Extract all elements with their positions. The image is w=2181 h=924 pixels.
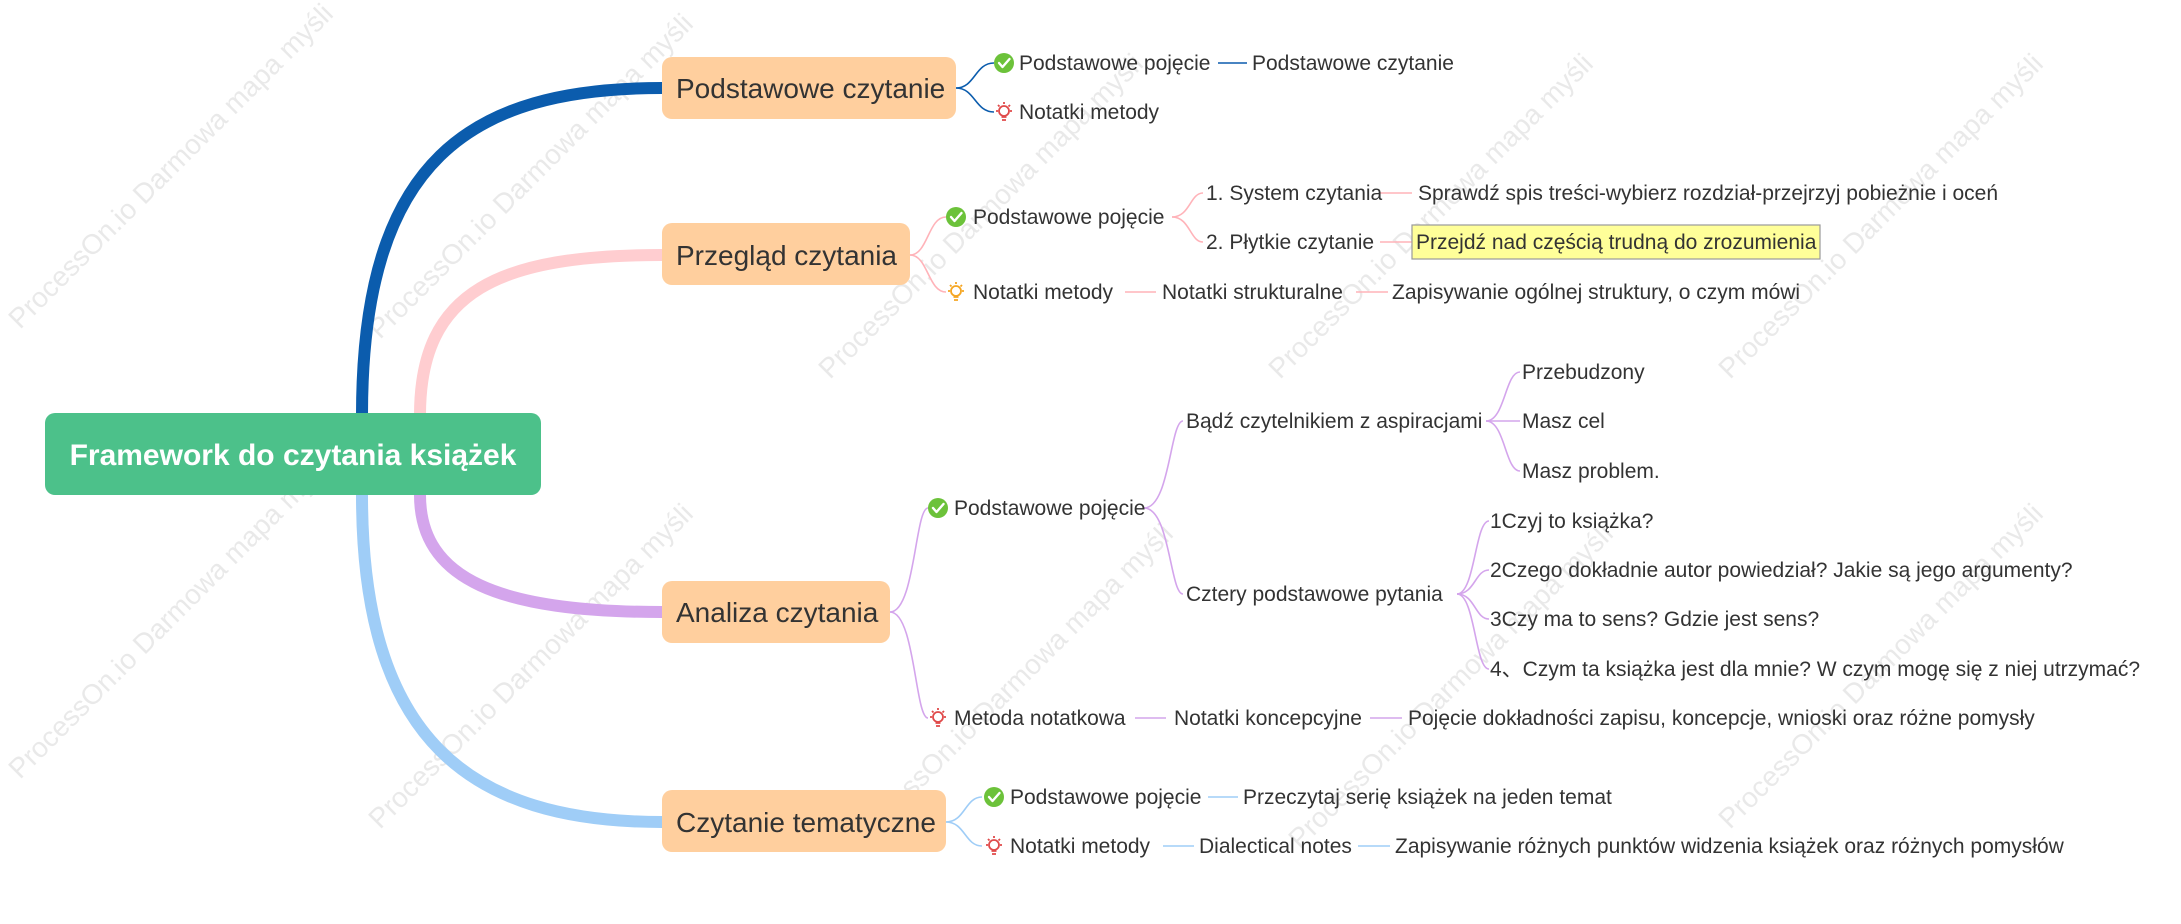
- subtopic-label[interactable]: Sprawdź spis treści-wybierz rozdział-prz…: [1418, 182, 1998, 205]
- connector: [909, 216, 947, 256]
- main-topic-label: Przegląd czytania: [676, 240, 897, 271]
- connector: [1456, 569, 1490, 595]
- main-topic-3[interactable]: Analiza czytania: [662, 581, 890, 643]
- connector: [1171, 216, 1204, 243]
- subtopic-label[interactable]: Metoda notatkowa: [954, 707, 1126, 730]
- main-topic-4[interactable]: Czytanie tematyczne: [662, 790, 946, 852]
- check-icon: [994, 53, 1014, 73]
- subtopic-label[interactable]: Notatki metody: [1019, 101, 1160, 124]
- subtopic-label[interactable]: Zapisywanie różnych punktów widzenia ksi…: [1395, 835, 2065, 858]
- connector: [1171, 192, 1204, 218]
- connector: [1456, 593, 1490, 620]
- subtopic-label[interactable]: Podstawowe czytanie: [1252, 52, 1454, 75]
- connector: [909, 254, 947, 293]
- connector: [889, 507, 929, 613]
- branch-3-subtopics: Podstawowe pojęcie Bądź czytelnikiem z a…: [954, 361, 2140, 730]
- branch-2-subtopics: Podstawowe pojęcie 1. System czytania Sp…: [973, 182, 1998, 304]
- connector: [1143, 420, 1184, 509]
- main-connectors: [356, 82, 668, 828]
- branch-1-subtopics: Podstawowe pojęcie Podstawowe czytanie N…: [1019, 52, 1454, 124]
- main-topic-label: Podstawowe czytanie: [676, 73, 945, 104]
- watermark: ProcessOn.io Darmowa mapa myśli: [2, 0, 339, 334]
- subtopic-label[interactable]: Masz cel: [1522, 410, 1605, 433]
- connector: [1456, 520, 1490, 595]
- connector: [955, 87, 995, 113]
- bulb-icon: [930, 708, 946, 727]
- subtopic-label[interactable]: Pojęcie dokładności zapisu, koncepcje, w…: [1408, 707, 2035, 730]
- sub-connectors: [889, 62, 1521, 847]
- watermark: ProcessOn.io Darmowa mapa myśli: [1712, 48, 2049, 385]
- root-topic-box: [45, 413, 541, 495]
- root-topic[interactable]: Framework do czytania książek: [45, 413, 541, 495]
- subtopic-label[interactable]: Przebudzony: [1522, 361, 1645, 384]
- main-topic-box: [662, 223, 910, 285]
- subtopic-label[interactable]: 1. System czytania: [1206, 182, 1383, 205]
- icons: [928, 53, 1014, 855]
- connector-branch-3: [414, 489, 668, 618]
- bulb-icon: [986, 836, 1002, 855]
- subtopic-label[interactable]: Przeczytaj serię książek na jeden temat: [1243, 786, 1612, 809]
- check-icon: [984, 787, 1004, 807]
- subtopic-label[interactable]: Notatki koncepcyjne: [1174, 707, 1362, 730]
- main-topic-box: [662, 581, 890, 643]
- subtopic-label[interactable]: 1Czyj to książka?: [1490, 510, 1653, 533]
- subtopic-label[interactable]: 4、Czym ta książka jest dla mnie? W czym …: [1490, 658, 2140, 681]
- subtopic-label[interactable]: 3Czy ma to sens? Gdzie jest sens?: [1490, 608, 1819, 631]
- subtopic-label[interactable]: Dialectical notes: [1199, 835, 1352, 858]
- watermark: ProcessOn.io Darmowa mapa myśli: [362, 498, 699, 835]
- main-topic-2[interactable]: Przegląd czytania: [662, 223, 910, 285]
- subtopic-label[interactable]: Notatki metody: [1010, 835, 1151, 858]
- watermark: ProcessOn.io Darmowa mapa myśli: [1262, 48, 1599, 385]
- connector: [1485, 371, 1521, 422]
- main-topic-label: Analiza czytania: [676, 597, 879, 628]
- connector: [945, 796, 983, 823]
- subtopic-label[interactable]: Masz problem.: [1522, 460, 1660, 483]
- main-topic-box: [662, 57, 956, 119]
- connector: [1456, 593, 1490, 670]
- branch-4-subtopics: Podstawowe pojęcie Przeczytaj serię ksią…: [1010, 786, 2065, 858]
- subtopic-label[interactable]: Cztery podstawowe pytania: [1186, 583, 1443, 606]
- connector-branch-2: [414, 249, 668, 421]
- watermark: ProcessOn.io Darmowa mapa myśli: [2, 448, 339, 785]
- highlighted-subtopic-label[interactable]: Przejdź nad częścią trudną do zrozumieni…: [1416, 231, 1817, 254]
- subtopic-label[interactable]: Notatki strukturalne: [1162, 281, 1343, 304]
- connector-branch-4: [356, 489, 668, 828]
- subtopic-label[interactable]: Podstawowe pojęcie: [1019, 52, 1210, 75]
- bulb-icon: [948, 282, 964, 301]
- highlight-box: [1411, 224, 1821, 260]
- connector-branch-1: [356, 82, 668, 421]
- connector: [955, 62, 995, 89]
- main-topic-1[interactable]: Podstawowe czytanie: [662, 57, 956, 119]
- connector: [1485, 420, 1521, 472]
- watermark: ProcessOn.io Darmowa mapa myśli: [362, 8, 699, 345]
- subtopic-label[interactable]: 2. Płytkie czytanie: [1206, 231, 1374, 254]
- subtopic-label[interactable]: Bądź czytelnikiem z aspiracjami: [1186, 410, 1482, 433]
- subtopic-label[interactable]: Podstawowe pojęcie: [973, 206, 1164, 229]
- subtopic-label[interactable]: Zapisywanie ogólnej struktury, o czym mó…: [1392, 281, 1800, 304]
- main-topic-box: [662, 790, 946, 852]
- connector: [945, 821, 983, 847]
- subtopic-label[interactable]: 2Czego dokładnie autor powiedział? Jakie…: [1490, 559, 2073, 582]
- bulb-icon: [996, 102, 1012, 121]
- subtopic-label[interactable]: Notatki metody: [973, 281, 1114, 304]
- root-topic-label: Framework do czytania książek: [70, 439, 517, 472]
- check-icon: [946, 207, 966, 227]
- subtopic-label[interactable]: Podstawowe pojęcie: [1010, 786, 1201, 809]
- check-icon: [928, 498, 948, 518]
- main-topic-label: Czytanie tematyczne: [676, 807, 936, 838]
- subtopic-label[interactable]: Podstawowe pojęcie: [954, 497, 1145, 520]
- connector: [889, 611, 929, 719]
- connector: [1143, 507, 1184, 595]
